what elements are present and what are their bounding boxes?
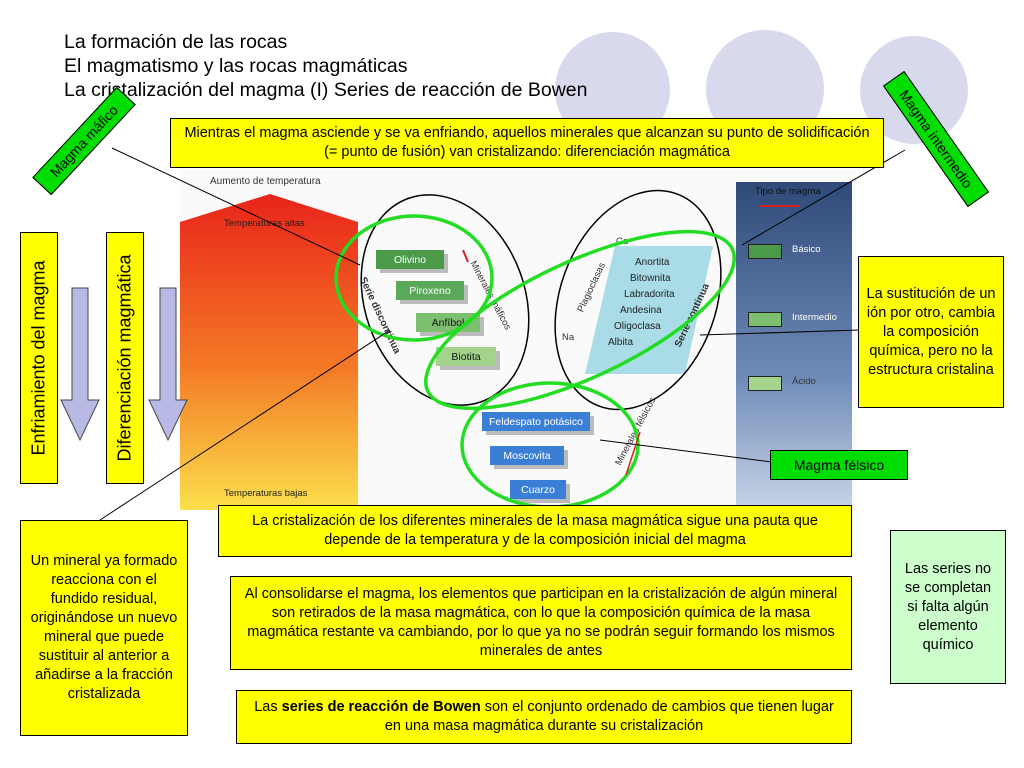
plagioclase-albita: Albita <box>608 337 634 348</box>
connector-substitution <box>699 329 861 336</box>
title-line-3: La cristalización del magma (I) Series d… <box>64 79 588 101</box>
substitution-callout: La sustitución de un ión por otro, cambi… <box>858 256 1004 408</box>
connector-reaction <box>99 329 391 521</box>
connector-felsic <box>599 439 773 463</box>
bowen-diagram: Aumento de temperatura Temperaturas alta… <box>180 170 856 510</box>
consolidation-callout: Al consolidarse el magma, los elementos … <box>230 576 852 670</box>
plagioclase-andesina: Andesina <box>620 305 662 316</box>
connector-mafic <box>111 147 361 266</box>
intermediate-magma-ellipse <box>424 229 736 411</box>
cooling-label: Enfriamiento del magma <box>28 260 49 456</box>
felsic-magma-ellipse <box>460 381 640 509</box>
magma-basic-label: Básico <box>792 244 821 255</box>
mineral-feldespato: Feldespato potásico <box>482 412 590 431</box>
cooling-arrow <box>60 287 100 442</box>
definition-bold: series de reacción de Bowen <box>281 699 481 715</box>
plagioclase-band <box>585 246 713 374</box>
substitution-text: La sustitución de un ión por otro, cambi… <box>866 285 996 378</box>
temp-low-label: Temperaturas bajas <box>224 488 308 499</box>
plagioclase-series-ellipse <box>554 189 722 411</box>
differentiation-arrow <box>148 287 188 442</box>
reaction-callout: Un mineral ya formado reacciona con el f… <box>20 520 188 736</box>
pattern-text: La cristalización de los diferentes mine… <box>252 513 818 548</box>
magma-acid-swatch <box>748 376 782 391</box>
discontinuous-series-ellipse <box>360 194 530 406</box>
magma-type-header: Tipo de magma <box>755 186 821 197</box>
mafic-magma-ellipse <box>334 214 494 342</box>
intro-callout: Mientras el magma asciende y se va enfri… <box>170 118 884 168</box>
slide-title: La formación de las rocas El magmatismo … <box>64 30 588 102</box>
incomplete-series-note: Las series no se completan si falta algú… <box>890 530 1006 684</box>
definition-callout: Las series de reacción de Bowen son el c… <box>236 690 852 744</box>
mineral-cuarzo: Cuarzo <box>510 480 566 499</box>
reaction-text: Un mineral ya formado reacciona con el f… <box>30 553 178 702</box>
tag-felsic-text: Magma félsico <box>793 457 885 473</box>
magma-basic-swatch <box>748 244 782 259</box>
plagioclase-labradorita: Labradorita <box>624 289 675 300</box>
na-label: Na <box>562 332 575 343</box>
temp-high-label: Temperaturas altas <box>224 218 305 229</box>
differentiation-label: Diferenciación magmática <box>114 254 135 462</box>
magma-acid-label: Ácido <box>792 376 816 387</box>
consolidation-text: Al consolidarse el magma, los elementos … <box>244 586 838 659</box>
title-line-1: La formación de las rocas <box>64 31 288 53</box>
mineral-piroxeno: Piroxeno <box>396 281 464 300</box>
tag-felsic-magma: Magma félsico <box>770 450 908 480</box>
cooling-label-box: Enfriamiento del magma <box>20 232 58 484</box>
definition-prefix: Las <box>254 699 282 715</box>
temp-axis-label: Aumento de temperatura <box>210 176 321 187</box>
incomplete-series-text: Las series no se completan si falta algú… <box>904 560 992 653</box>
magma-intermediate-swatch <box>748 312 782 327</box>
differentiation-label-box: Diferenciación magmática <box>106 232 144 484</box>
pattern-callout: La cristalización de los diferentes mine… <box>218 505 852 557</box>
mineral-olivino: Olivino <box>376 250 444 269</box>
temperature-arrow <box>180 194 358 510</box>
title-line-2: El magmatismo y las rocas magmáticas <box>64 55 408 77</box>
definition-suffix: son el conjunto ordenado de cambios que … <box>384 699 834 734</box>
plagioclase-anortita: Anortita <box>635 257 670 268</box>
definition-text: Las series de reacción de Bowen son el c… <box>247 698 841 736</box>
mineral-moscovita: Moscovita <box>490 446 564 465</box>
mineral-biotita: Biotita <box>436 347 496 366</box>
plagioclase-oligoclasa: Oligoclasa <box>614 321 661 332</box>
plagioclase-bitownita: Bitownita <box>630 273 671 284</box>
intro-text: Mientras el magma asciende y se va enfri… <box>184 125 870 160</box>
magma-intermediate-label: Intermedio <box>792 312 837 323</box>
